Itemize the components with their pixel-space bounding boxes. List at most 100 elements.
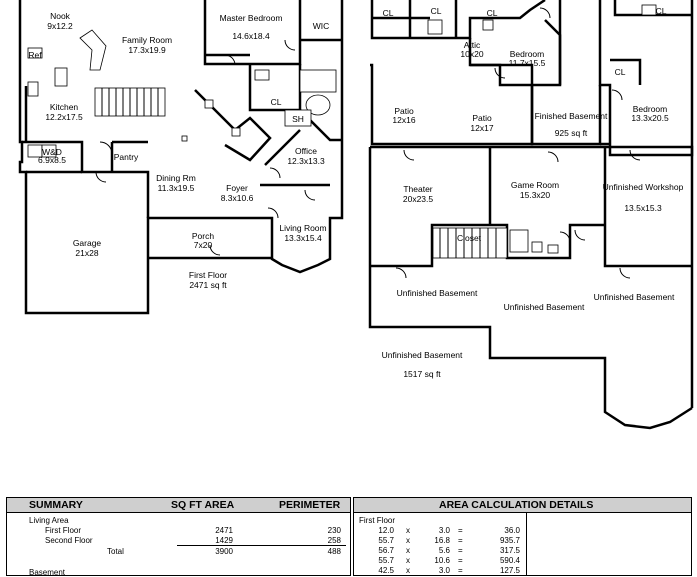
calc-row: 55.7 x 10.6 = 590.4 [354,556,526,566]
calc-factor-a: 42.5 [378,566,394,575]
room-name: W&D [42,147,62,157]
calc-equals: = [458,536,463,545]
room-dims: 9x12.2 [47,21,73,31]
calc-times: x [406,556,410,565]
room-dims: 15.3x20 [520,190,551,200]
room-dims: 20x23.5 [403,194,434,204]
summary-table: SUMMARY SQ FT AREA PERIMETER Living Area… [0,497,697,577]
room-name: CL [615,67,626,77]
room-name: Porch [192,231,214,241]
room-dims: 21x28 [75,248,98,258]
room-dims: 13.3x20.5 [631,113,669,123]
room-name: Nook [50,11,71,21]
room-name: Bedroom [510,49,545,59]
room-dims: 17.3x19.9 [128,45,166,55]
room-dims: 14.6x18.4 [232,31,270,41]
room-name: Unfinished Workshop [603,182,684,192]
total-rule [177,545,346,546]
room-name: Unfinished Basement [594,292,675,302]
calc-factor-b: 10.6 [434,556,450,565]
room-name: CL [656,6,667,16]
calc-factor-a: 56.7 [378,546,394,555]
upper-and-basement-plan [368,0,694,430]
room-name: Bedroom [633,104,668,114]
calc-times: x [406,566,410,575]
room-dims: 12.2x17.5 [45,112,83,122]
area-heading: SQ FT AREA [171,499,235,511]
calc-factor-b: 5.6 [438,546,450,555]
room-name: Closet [457,233,482,243]
summary-header: SUMMARY SQ FT AREA PERIMETER [7,498,350,513]
summary-panel: SUMMARY SQ FT AREA PERIMETER Living Area… [6,497,351,577]
calc-result: 590.4 [499,556,520,565]
room-name: Attic [464,40,481,50]
room-name: Family Room [122,35,172,45]
calc-factor-b: 3.0 [438,566,450,575]
room-dims: 1517 sq ft [403,369,441,379]
room-dims: 10x20 [460,49,483,59]
room-name: Ref [28,50,42,60]
details-divider [526,512,527,575]
room-name: Game Room [511,180,559,190]
room-dims: 12x17 [470,123,493,133]
summary-row-label: Total [107,547,124,556]
calc-equals: = [458,526,463,535]
room-dims: 13.3x15.4 [284,233,322,243]
room-name: Theater [403,184,432,194]
room-name: Office [295,146,317,156]
calc-row: 56.7 x 5.6 = 317.5 [354,546,526,556]
summary-row-perimeter: 230 [327,526,341,535]
calc-times: x [406,546,410,555]
room-name: Living Room [279,223,326,233]
details-section-label: First Floor [359,516,395,525]
summary-row-label: Living Area [29,516,69,525]
room-name: SH [292,114,304,124]
room-name: Foyer [226,183,248,193]
summary-row-label: Basement [29,568,66,577]
calc-result: 935.7 [499,536,520,545]
room-name: Kitchen [50,102,79,112]
summary-row-label: First Floor [45,526,81,535]
room-name: Unfinished Basement [382,350,463,360]
calc-equals: = [458,556,463,565]
calc-row: 12.0 x 3.0 = 36.0 [354,526,526,536]
floor-caption-name: First Floor [189,270,227,280]
summary-row-perimeter: 488 [327,547,341,556]
calc-result: 36.0 [504,526,520,535]
area-details-panel: AREA CALCULATION DETAILS First Floor 12.… [353,497,692,576]
perimeter-heading: PERIMETER [279,499,341,511]
room-dims: 12.3x13.3 [287,156,325,166]
room-dims: 11.7x15.5 [509,58,546,68]
calc-equals: = [458,546,463,555]
room-dims: 7x20 [194,240,213,250]
calc-factor-b: 16.8 [434,536,450,545]
room-name: CL [271,97,282,107]
summary-row-area: 3900 [215,547,233,556]
calc-row: 55.7 x 16.8 = 935.7 [354,536,526,546]
room-name: WIC [313,21,330,31]
calc-equals: = [458,566,463,575]
calc-factor-a: 55.7 [378,536,394,545]
room-name: CL [431,6,442,16]
calc-times: x [406,536,410,545]
room-name: Pantry [114,152,139,162]
calc-row: 42.5 x 3.0 = 127.5 [354,566,526,576]
summary-heading: SUMMARY [29,499,83,511]
summary-row-area: 2471 [215,526,233,535]
calc-result: 127.5 [499,566,520,575]
room-dims: 925 sq ft [555,128,588,138]
room-name: Dining Rm [156,173,196,183]
room-name: Master Bedroom [220,13,283,23]
room-dims: 13.5x15.3 [624,203,662,213]
room-name: Patio [394,106,414,116]
details-header: AREA CALCULATION DETAILS [354,498,691,513]
room-dims: 11.3x19.5 [158,183,195,193]
room-dims: 8.3x10.6 [221,193,254,203]
room-name: Finished Basement [535,111,608,121]
room-name: Garage [73,238,102,248]
floor-caption-area: 2471 sq ft [189,280,227,290]
summary-row-perimeter: 258 [327,536,341,545]
room-name: CL [383,8,394,18]
room-dims: 12x16 [392,115,415,125]
calc-factor-a: 12.0 [378,526,394,535]
